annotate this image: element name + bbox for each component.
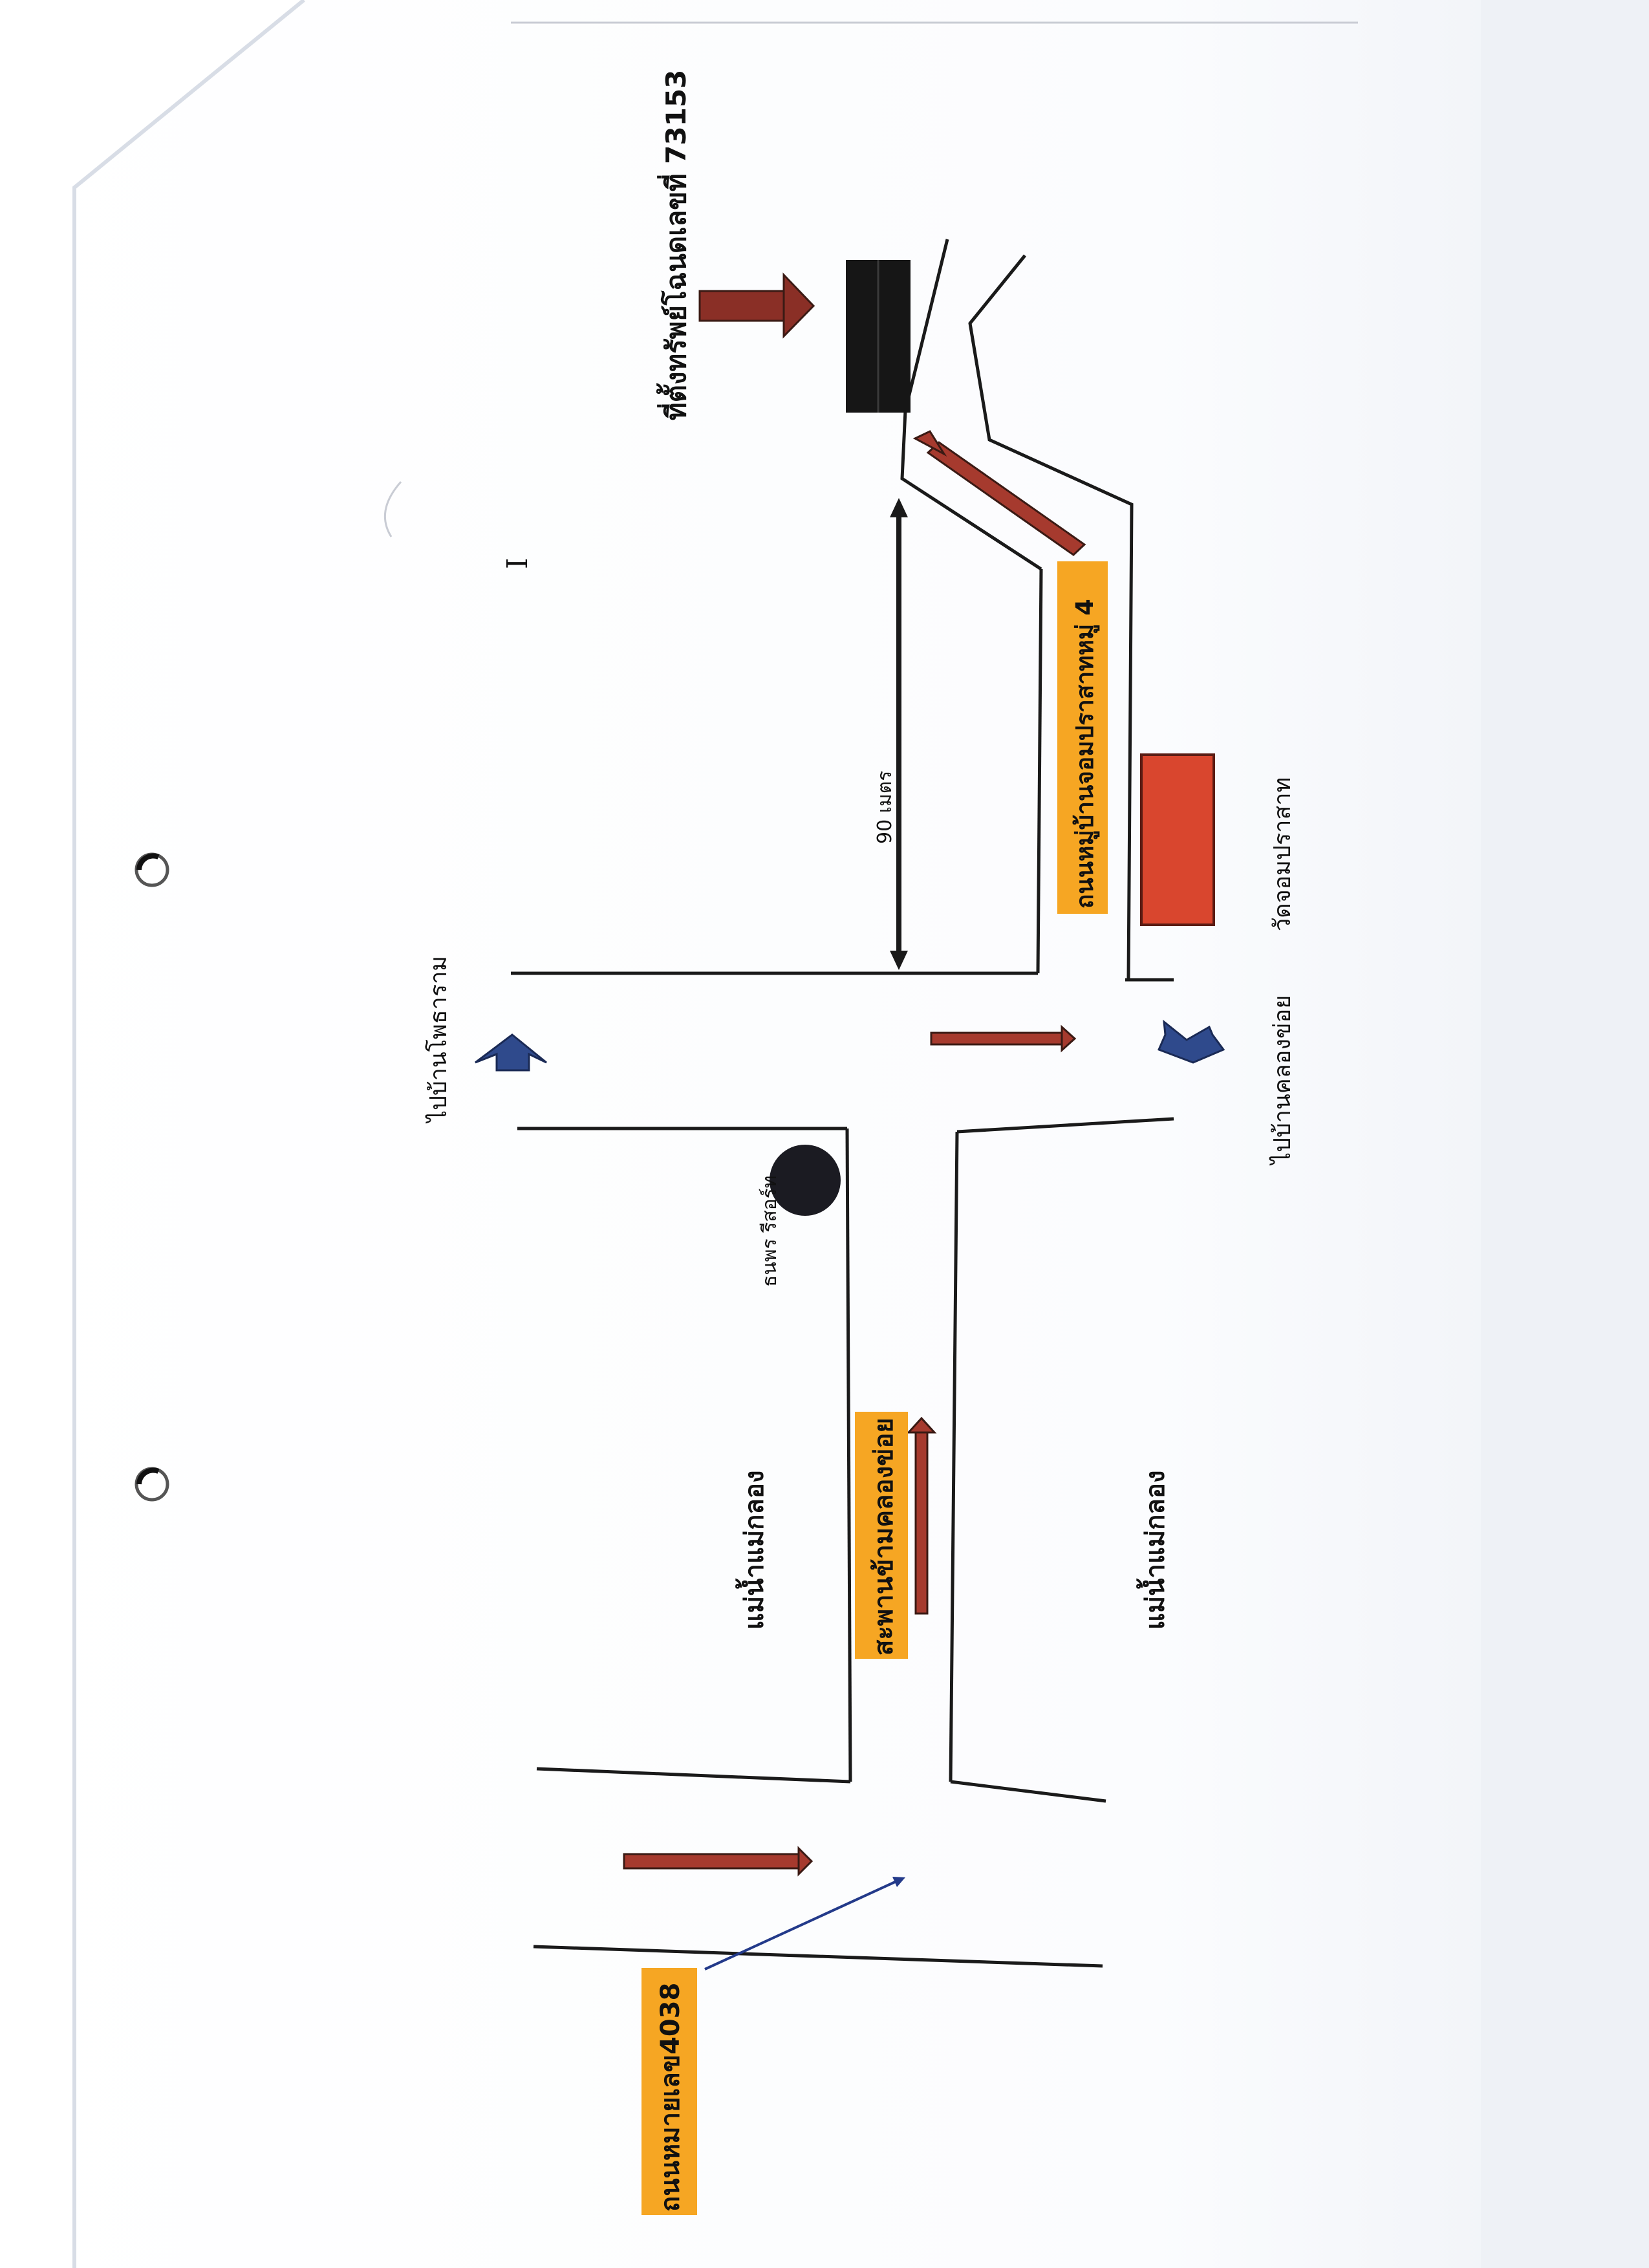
village-road-label: ถนนหมู่บ้านจอมปราสาทหมู่ 4: [1071, 599, 1100, 909]
village-road-north-edge: [900, 239, 1042, 571]
page-shadow-right: [1481, 0, 1649, 2268]
riverbank-north-west: [536, 1767, 851, 1784]
to-pho-tharam-arrow: [475, 1033, 547, 1072]
route-label-pointer: [704, 1877, 903, 1971]
village-road-highlight: [1057, 561, 1108, 914]
temple-marker: [1140, 753, 1215, 926]
route-arrow-1: [623, 1846, 814, 1877]
torn-corner-edge: [72, 0, 305, 2268]
distance-measure: [890, 498, 908, 970]
crossroad-south: [956, 1117, 1174, 1134]
property-marker: [846, 260, 911, 413]
torn-corner: [0, 0, 304, 188]
temple-label: วัดจอมปราสาท: [1269, 777, 1296, 931]
distance-label: 90 เมตร: [874, 771, 896, 844]
bridge-edge-south: [949, 1131, 959, 1782]
route-4038-highlight: [641, 1968, 697, 2215]
to-pho-tharam-label: ไปบ้านโพธาราม: [425, 956, 452, 1124]
route-arrow-2: [906, 1416, 937, 1615]
cursor-glyph: I: [501, 558, 534, 569]
bridge-edge-north: [845, 1128, 852, 1782]
bridge-label: สะพานข้ามคลองข่อย: [869, 1418, 899, 1656]
river-east-label: แม่น้ำแม่กลอง: [1136, 1471, 1170, 1630]
route-4038-north-edge: [533, 1945, 1103, 1968]
route-4038-label: ถนนหมายเลข4038: [656, 1983, 685, 2212]
route-label-pointer-head: [892, 1877, 905, 1887]
resort-marker: [770, 1145, 841, 1216]
punch-hole-bottom: [135, 1467, 169, 1502]
route-arrow-3: [930, 1024, 1077, 1053]
route-arrow-5: [698, 272, 815, 339]
punch-hole-top: [135, 852, 169, 887]
riverbank-south-west: [950, 1780, 1106, 1803]
to-khlong-khoi-arrow: [1157, 1019, 1225, 1064]
village-road-corner: [1036, 568, 1043, 974]
scan-artifacts: [383, 21, 1358, 537]
resort-label: ธนพร รีสอร์ท: [759, 1175, 781, 1287]
river-west-label: แม่น้ำแม่กลอง: [735, 1471, 770, 1630]
property-label: ที่ตั้งทรัพย์โฉนดเลขที่ 73153: [656, 70, 692, 420]
to-khlong-khoi-label: ไปบ้านคลองข่อย: [1269, 995, 1296, 1166]
village-road-south-edge: [968, 254, 1134, 980]
route-arrow-4: [912, 430, 1086, 556]
bridge-highlight: [855, 1412, 908, 1659]
road-lines: [511, 239, 1174, 1968]
